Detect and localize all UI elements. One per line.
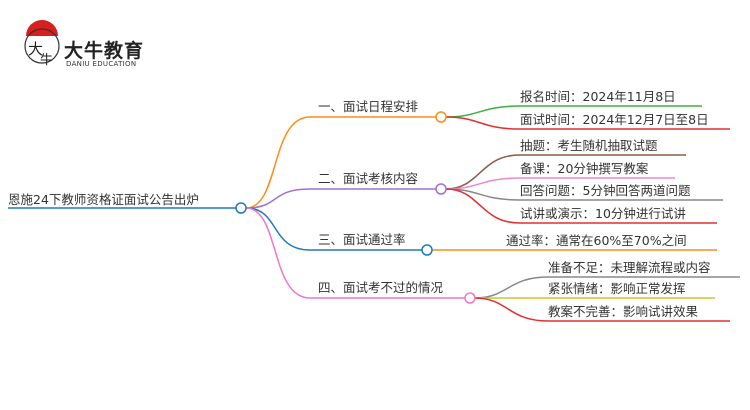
leaf-line [445,188,723,201]
svg-text:大: 大 [28,40,43,58]
branch-toggle[interactable] [421,244,433,256]
branch-line [245,207,422,251]
branch-line [245,116,436,209]
leaf-node[interactable]: 教案不完善：影响试讲效果 [548,304,699,319]
root-toggle[interactable] [235,202,247,214]
leaf-node[interactable]: 抽题：考生随机抽取试题 [520,138,658,153]
leaf-line [445,154,686,190]
branch-line [245,207,465,299]
branch-line [245,188,436,209]
logo-name: 大牛教育 [64,40,145,62]
leaf-node[interactable]: 报名时间：2024年11月8日 [520,89,676,104]
branch-toggle[interactable] [435,111,447,123]
branch-node[interactable]: 三、面试通过率 [318,232,406,247]
leaf-line [445,105,702,118]
logo-mark-icon: 大 牛 [24,20,60,68]
leaf-line [445,188,717,224]
leaf-node[interactable]: 备课：20分钟撰写教案 [520,161,649,176]
logo-subtitle: DANIU EDUCATION [66,60,137,68]
svg-text:牛: 牛 [40,53,53,68]
branch-toggle[interactable] [464,292,476,304]
leaf-node[interactable]: 准备不足：未理解流程或内容 [548,260,711,275]
branch-node[interactable]: 二、面试考核内容 [318,171,419,186]
branch-node[interactable]: 一、面试日程安排 [318,99,419,114]
leaf-line [445,116,730,130]
leaf-line [474,276,740,299]
leaf-node[interactable]: 通过率：通常在60%至70%之间 [506,233,687,248]
branch-node[interactable]: 四、面试考不过的情况 [318,280,444,295]
root-node[interactable]: 恩施24下教师资格证面试公告出炉 [8,192,199,207]
leaf-node[interactable]: 紧张情绪：影响正常发挥 [548,281,686,296]
leaf-line [445,177,675,190]
branch-toggle[interactable] [435,183,447,195]
leaf-node[interactable]: 试讲或演示：10分钟进行试讲 [520,206,686,221]
leaf-node[interactable]: 回答问题：5分钟回答两道问题 [520,183,691,198]
leaf-node[interactable]: 面试时间：2024年12月7日至8日 [520,112,709,127]
leaf-line [474,297,730,322]
